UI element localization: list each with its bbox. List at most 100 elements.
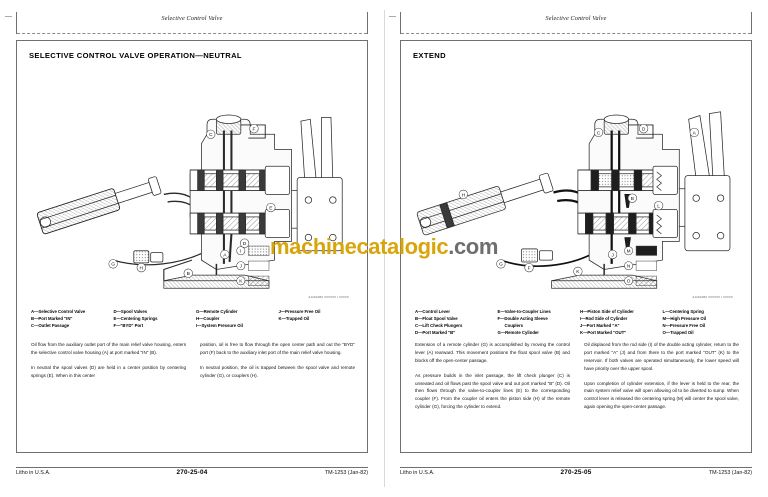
- left-running-header: Selective Control Valve: [5, 12, 368, 34]
- right-footer-manual-id: TM-1253 (Jan-82): [708, 470, 752, 476]
- left-figure-credit: A1234ABC XXXXXX / XXXXX: [308, 296, 349, 299]
- legend-item: H—Piston Side of Cylinder: [580, 309, 634, 314]
- svg-text:O: O: [627, 279, 631, 284]
- svg-text:A: A: [223, 252, 227, 258]
- svg-text:K: K: [239, 279, 243, 284]
- legend-item: G—Remote Cylinder: [497, 329, 539, 335]
- legend-item: G—Remote Cylinder: [196, 309, 238, 314]
- right-header-rule: [401, 33, 751, 34]
- svg-text:H: H: [462, 192, 466, 198]
- svg-text:H: H: [140, 266, 144, 272]
- left-footer-page-number: 270-25-04: [176, 469, 208, 476]
- right-figure-svg: C D B L J K G F A H: [416, 111, 731, 289]
- left-page-edge-tick: [5, 16, 12, 17]
- right-legend: A—Control Lever B—Float Spool Valve C—Li…: [415, 309, 741, 337]
- legend-item: O—Trapped Oil: [662, 329, 694, 335]
- left-content-box: SELECTIVE CONTROL VALVE OPERATION—NEUTRA…: [16, 40, 368, 453]
- svg-text:G: G: [111, 262, 115, 268]
- left-footer: Litho in U.S.A. 270-25-04 TM-1253 (Jan-8…: [16, 467, 368, 479]
- left-section-title: SELECTIVE CONTROL VALVE OPERATION—NEUTRA…: [29, 51, 242, 60]
- legend-item: C—Lift Check Plungers: [415, 322, 463, 328]
- left-legend-column-4: J—Pressure Free Oil K—Trapped Oil: [279, 309, 358, 330]
- svg-text:C: C: [597, 130, 601, 136]
- left-legend-column-1: A—Selective Control Valve B—Port Marked …: [31, 309, 110, 330]
- svg-text:J: J: [240, 264, 242, 269]
- left-footer-rule: [16, 467, 368, 468]
- legend-item: K—Trapped Oil: [278, 315, 310, 321]
- left-legend-column-3: G—Remote Cylinder H—Coupler I—System Pre…: [196, 309, 275, 330]
- legend-item: N—Pressure Free Oil: [662, 322, 706, 328]
- legend-item: B—Float Spool Valve: [415, 315, 458, 321]
- paragraph: Oil flow from the auxiliary outlet port …: [31, 342, 186, 355]
- svg-text:B: B: [631, 196, 634, 202]
- legend-item: E—Valve-to-Coupler Lines: [497, 309, 551, 314]
- svg-text:N: N: [627, 264, 630, 269]
- svg-text:E: E: [269, 205, 273, 211]
- right-running-header-text: Selective Control Valve: [545, 15, 607, 22]
- paragraph: Upon completion of cylinder extension, i…: [584, 380, 739, 410]
- svg-text:G: G: [499, 262, 503, 268]
- paragraph: In neutral position, the oil is trapped …: [200, 364, 355, 378]
- legend-item: L—Centering Spring: [662, 309, 704, 314]
- svg-text:M: M: [627, 249, 631, 254]
- svg-text:F: F: [528, 266, 531, 272]
- paragraph: position, oil is free to flow through th…: [200, 342, 355, 355]
- legend-item: J—Port Marked "A": [580, 322, 620, 328]
- svg-text:D: D: [642, 127, 646, 133]
- right-legend-column-1: A—Control Lever B—Float Spool Valve C—Li…: [415, 309, 494, 337]
- right-legend-column-4: L—Centering Spring M—High Pressure Oil N…: [663, 309, 742, 337]
- right-content-box: EXTEND: [400, 40, 752, 453]
- left-footer-litho: Litho in U.S.A.: [16, 470, 51, 476]
- legend-item: D—Port Marked "B": [415, 329, 456, 335]
- legend-item: C—Outlet Passage: [31, 322, 70, 328]
- svg-text:J: J: [611, 252, 614, 258]
- left-header-rule: [17, 33, 367, 34]
- right-footer-page-number: 270-25-05: [560, 469, 592, 476]
- right-figure-selective-control-valve-extend: C D B L J K G F A H: [407, 69, 745, 301]
- legend-item: H—Coupler: [196, 315, 220, 321]
- right-figure-credit: A1234ABC XXXXXX / XXXXX: [692, 296, 733, 299]
- paragraph: Extension of a remote cylinder (G) is ac…: [415, 342, 570, 363]
- legend-item: A—Control Lever: [415, 309, 451, 314]
- right-footer-litho: Litho in U.S.A.: [400, 470, 435, 476]
- legend-item: F—Double Acting Sleeve: [497, 315, 548, 321]
- right-page-edge-tick: [389, 16, 396, 17]
- svg-text:F: F: [252, 127, 255, 133]
- svg-text:K: K: [576, 269, 580, 275]
- legend-item: M—High Pressure Oil: [662, 315, 707, 321]
- legend-item: Couplers: [504, 322, 523, 328]
- page-gutter-divider: [384, 10, 385, 487]
- legend-item: I—System Pressure Oil: [196, 322, 243, 328]
- legend-item: K—Port Marked "OUT": [580, 329, 627, 335]
- svg-text:B: B: [187, 271, 190, 277]
- left-body-text: Oil flow from the auxiliary outlet port …: [31, 341, 355, 444]
- legend-item: F—"BYD" Port: [113, 322, 144, 328]
- paragraph: Oil displaced from the rod side (I) of t…: [584, 342, 739, 371]
- left-body-column-2: position, oil is free to flow through th…: [200, 341, 355, 444]
- legend-item: I—Rod Side of Cylinder: [580, 315, 628, 321]
- right-body-column-1: Extension of a remote cylinder (G) is ac…: [415, 341, 570, 444]
- legend-item: J—Pressure Free Oil: [278, 309, 321, 314]
- left-running-header-text: Selective Control Valve: [161, 15, 223, 22]
- left-figure-selective-control-valve-neutral: C F D E A B G H: [23, 69, 361, 301]
- right-footer-rule: [400, 467, 752, 468]
- right-page: Selective Control Valve EXTEND: [384, 0, 768, 497]
- left-page: Selective Control Valve SELECTIVE CONTRO…: [5, 12, 368, 479]
- legend-item: D—Spool Valves: [113, 309, 148, 314]
- legend-item: E—Centering Springs: [113, 315, 158, 321]
- right-footer: Litho in U.S.A. 270-25-05 TM-1253 (Jan-8…: [400, 467, 752, 479]
- right-legend-column-3: H—Piston Side of Cylinder I—Rod Side of …: [580, 309, 659, 337]
- svg-text:I: I: [240, 249, 241, 254]
- right-legend-column-2: E—Valve-to-Coupler Lines F—Double Acting…: [498, 309, 577, 337]
- left-figure-svg: C F D E A B G H: [36, 114, 343, 289]
- paragraph: In neutral the spool valves (D) are held…: [31, 364, 186, 378]
- svg-text:A: A: [693, 130, 697, 136]
- svg-text:C: C: [209, 132, 213, 138]
- svg-text:D: D: [243, 241, 247, 247]
- legend-item: A—Selective Control Valve: [31, 309, 86, 314]
- left-body-column-1: Oil flow from the auxiliary outlet port …: [31, 341, 186, 444]
- right-body-text: Extension of a remote cylinder (G) is ac…: [415, 341, 739, 444]
- left-legend-column-2: D—Spool Valves E—Centering Springs F—"BY…: [114, 309, 193, 330]
- left-legend: A—Selective Control Valve B—Port Marked …: [31, 309, 357, 330]
